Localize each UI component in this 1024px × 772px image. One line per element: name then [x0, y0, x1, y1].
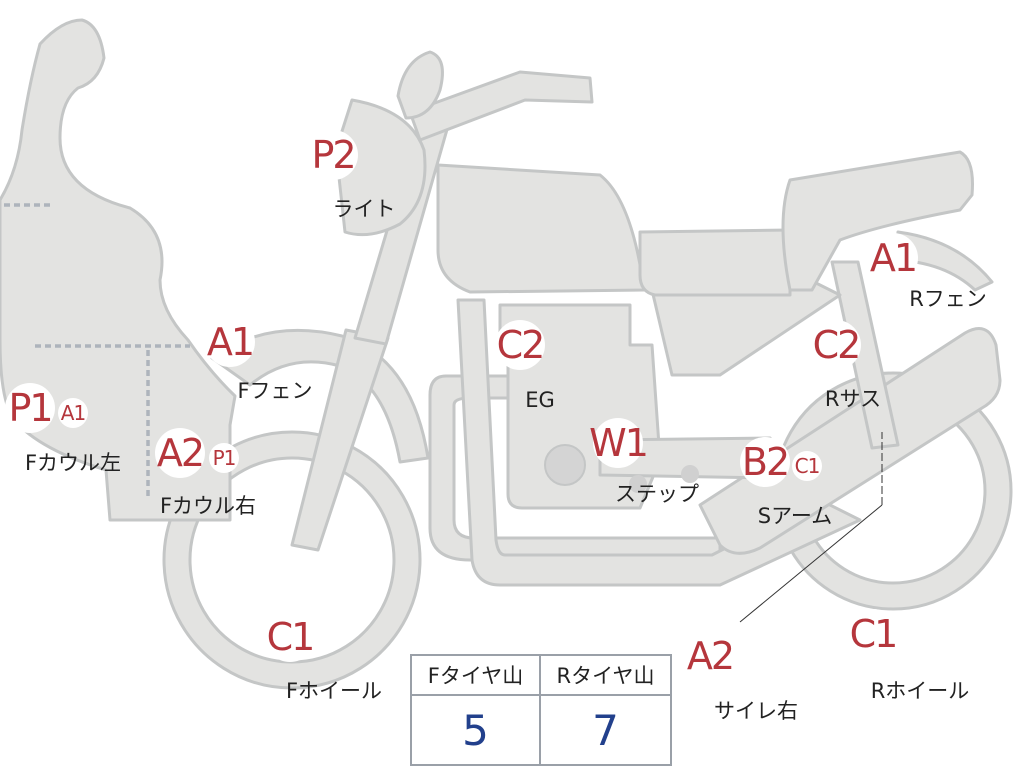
part-label-light: ライト [332, 197, 396, 221]
grade-badge-c2-engine: C2 [495, 320, 545, 370]
table-header-front-tire: Fタイヤ山 [412, 656, 541, 696]
headlight [334, 98, 427, 237]
part-label-fcowl-right: Fカウル右 [159, 494, 257, 518]
step-bolt-a [629, 475, 647, 493]
grade-badge-p2: P2 [308, 130, 358, 180]
part-label-ffender: Fフェン [237, 379, 313, 403]
exhaust-pipe [428, 374, 722, 562]
part-label-rfender: Rフェン [909, 287, 987, 311]
table-value-front-tire: 5 [412, 696, 541, 764]
table-header-rear-tire: Rタイヤ山 [541, 656, 670, 696]
grade-badge-a1-rfender: A1 [868, 233, 918, 283]
front-cowl [0, 18, 237, 522]
fuel-tank [436, 163, 646, 294]
part-label-rshock: Rサス [824, 387, 882, 411]
step-bolt-b [681, 465, 699, 483]
seat [638, 228, 792, 297]
grade-badge-c1-rwheel: C1 [848, 609, 898, 659]
grade-badge-c1-small: C1 [792, 451, 822, 481]
seat-rear [781, 150, 974, 292]
part-label-step: ステップ [615, 482, 699, 506]
grade-badge-a2-muffler: A2 [685, 631, 735, 681]
grade-badge-p1-small: P1 [209, 443, 239, 473]
part-label-fwheel: Fホイール [285, 679, 383, 703]
table-value-rear-tire: 7 [592, 705, 619, 755]
part-label-fcowl-left: Fカウル左 [24, 451, 122, 475]
engine-cover [544, 444, 586, 486]
part-label-swing-arm: Sアーム [757, 504, 833, 528]
grade-badge-a1-ffender: A1 [205, 317, 255, 367]
grade-badge-w1: W1 [589, 418, 649, 468]
grade-badge-c2-rshock: C2 [811, 320, 861, 370]
rear-fender [893, 230, 994, 292]
grade-badge-c1-fwheel: C1 [265, 612, 315, 662]
grade-badge-a2: A2 [155, 428, 205, 478]
part-label-muffler-right: サイレ右 [714, 699, 798, 723]
tire-tread-table: Fタイヤ山 Rタイヤ山 5 7 [410, 654, 672, 766]
rear-shock [830, 260, 900, 450]
part-label-rwheel: Rホイール [870, 679, 970, 703]
grade-badge-b2: B2 [740, 437, 790, 487]
swing-arm [698, 327, 1002, 555]
muffler-leader-line [739, 504, 883, 623]
grade-badge-p1: P1 [5, 383, 55, 433]
mirror [396, 50, 444, 120]
part-label-engine: EG [525, 388, 555, 412]
grade-badge-a1-small: A1 [58, 398, 88, 428]
